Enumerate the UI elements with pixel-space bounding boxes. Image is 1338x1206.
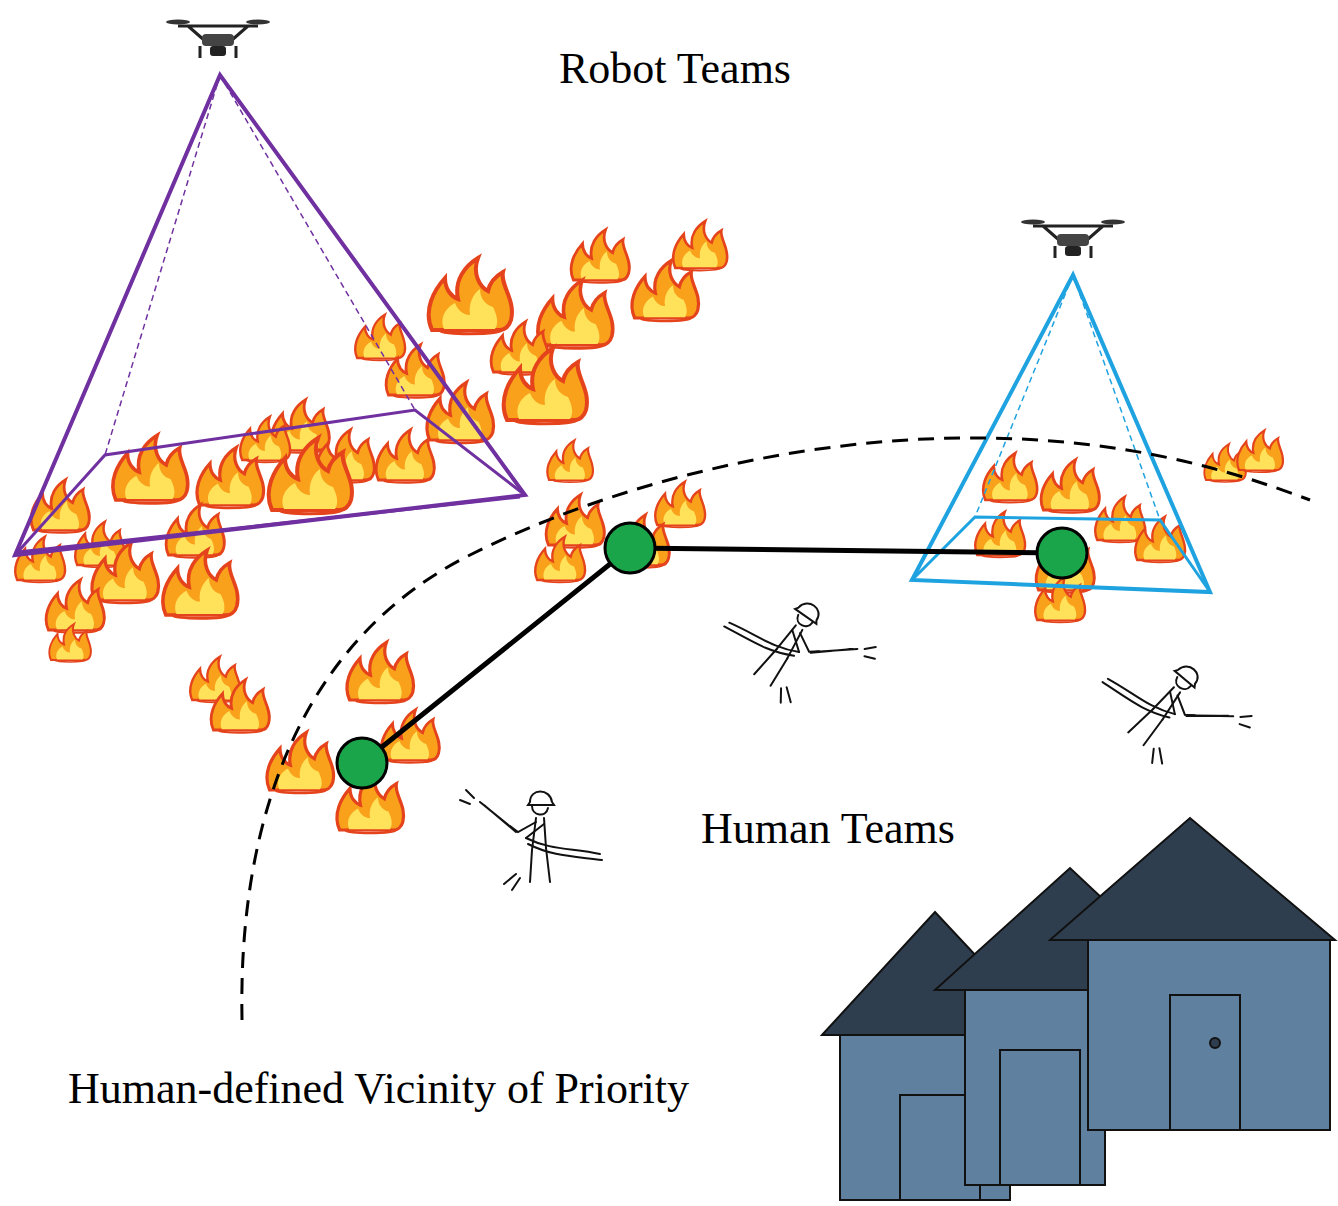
flame-icon	[547, 440, 593, 482]
flame-icon	[673, 221, 727, 270]
caption-label: Human Teams	[701, 805, 955, 853]
flame-icon	[983, 453, 1037, 502]
flame-icon	[376, 430, 434, 483]
flame-icon	[429, 258, 512, 334]
flame-icon	[538, 280, 613, 348]
flame-icon	[1135, 517, 1185, 562]
flame-icon	[381, 710, 439, 763]
flame-icon	[49, 624, 91, 662]
flame-icon	[267, 732, 334, 793]
flame-icon	[46, 580, 104, 633]
flame-icon	[197, 447, 264, 508]
flame-icon	[571, 230, 629, 283]
flame-icon	[504, 348, 587, 424]
flame-icon	[1041, 460, 1099, 513]
caption-label: Human-defined Vicinity of Priority	[68, 1065, 689, 1113]
flame-icon	[535, 537, 585, 582]
flame-icon	[632, 260, 699, 321]
flame-icon	[347, 642, 414, 703]
flame-icon	[240, 417, 290, 462]
flame-icon	[92, 542, 159, 603]
flame-icon	[655, 482, 705, 527]
flame-icon	[15, 537, 65, 582]
caption-label: Robot Teams	[559, 45, 791, 93]
flame-icon	[211, 680, 269, 733]
flame-icon	[427, 382, 494, 443]
flame-icon	[163, 550, 238, 618]
flame-icon	[269, 438, 352, 514]
flame-icon	[1237, 430, 1283, 472]
